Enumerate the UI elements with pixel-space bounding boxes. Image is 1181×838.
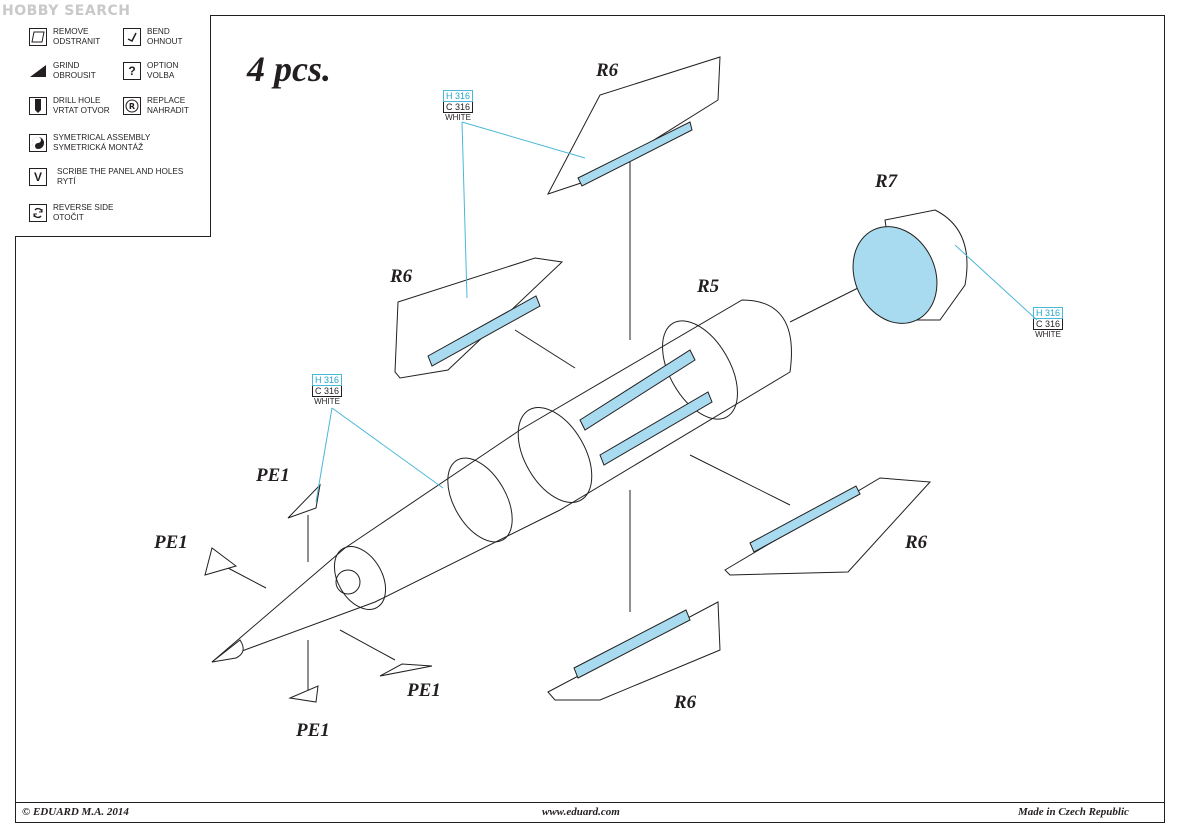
- fin-r6-top: [546, 56, 721, 195]
- legend-drill-text: DRILL HOLE VRTAT OTVOR: [53, 96, 110, 115]
- callout-top-b: [461, 121, 468, 299]
- yin-yang-icon: [29, 133, 47, 152]
- label-r6-bottom: R6: [674, 692, 697, 713]
- label-r6-top: R6: [596, 60, 619, 81]
- fin-r6-left: [394, 257, 564, 379]
- legend-reverse-text: REVERSE SIDE OTOČIT: [53, 203, 114, 222]
- fin-r6-right: [724, 477, 932, 576]
- legend-symmetrical-text: SYMETRICAL ASSEMBLY SYMETRICKÁ MONTÁŽ: [53, 133, 151, 152]
- fin-r6-bottom: [547, 601, 721, 701]
- paint-c-code: C 316: [1033, 319, 1064, 330]
- paint-callout-left: H 316 C 316 WHITE: [312, 374, 343, 407]
- legend-drill: DRILL HOLE VRTAT OTVOR: [29, 96, 110, 115]
- reverse-icon: [29, 203, 47, 222]
- paint-h-code: H 316: [443, 90, 474, 102]
- legend-replace: R REPLACE NAHRADIT: [123, 96, 189, 115]
- legend-bend: BEND OHNOUT: [123, 27, 182, 46]
- pe1-part-a: [287, 483, 321, 519]
- paint-color-name: WHITE: [314, 397, 340, 406]
- paint-h-code: H 316: [312, 374, 343, 386]
- label-pe1-a: PE1: [256, 465, 290, 486]
- leader-r7: [789, 281, 871, 323]
- legend-panel: REMOVE ODSTRANIT BEND OHNOUT GRIND OBROU…: [15, 15, 211, 237]
- label-pe1-c: PE1: [407, 680, 441, 701]
- replace-icon: R: [123, 96, 141, 115]
- label-r6-left: R6: [390, 266, 413, 287]
- grind-icon: [29, 62, 47, 80]
- paint-color-name: WHITE: [445, 113, 471, 122]
- pe1-part-d: [288, 685, 319, 703]
- pe1-part-c: [379, 663, 433, 677]
- legend-option: ? OPTION VOLBA: [123, 61, 178, 80]
- footer-copyright: © EDUARD M.A. 2014: [22, 806, 129, 818]
- callout-top-a: [461, 121, 586, 159]
- label-pe1-d: PE1: [296, 720, 330, 741]
- scribe-icon: V: [29, 167, 47, 186]
- legend-symmetrical: SYMETRICAL ASSEMBLY SYMETRICKÁ MONTÁŽ: [29, 133, 150, 152]
- legend-reverse: REVERSE SIDE OTOČIT: [29, 203, 114, 222]
- leader-r6-left: [514, 329, 576, 369]
- legend-grind: GRIND OBROUSIT: [29, 61, 96, 80]
- legend-grind-text: GRIND OBROUSIT: [53, 61, 96, 80]
- label-pe1-b: PE1: [154, 532, 188, 553]
- label-r5: R5: [697, 276, 720, 297]
- missile-body: [211, 299, 792, 663]
- callout-left-b: [315, 407, 333, 503]
- leader-pe1-b: [227, 567, 267, 589]
- pe1-part-b: [204, 547, 238, 576]
- callout-left-a: [331, 407, 444, 489]
- label-r7: R7: [875, 171, 898, 192]
- footer-divider: [15, 802, 1165, 803]
- leader-r6-right: [689, 454, 791, 506]
- legend-bend-text: BEND OHNOUT: [147, 27, 183, 46]
- callout-r7: [954, 244, 1038, 321]
- page-frame: [15, 15, 1165, 823]
- paint-color-name: WHITE: [1035, 330, 1061, 339]
- legend-scribe: V SCRIBE THE PANEL AND HOLES RYTÍ: [29, 167, 183, 186]
- legend-replace-text: REPLACE NAHRADIT: [147, 96, 189, 115]
- remove-icon: [29, 27, 47, 46]
- paint-callout-right: H 316 C 316 WHITE: [1033, 307, 1064, 340]
- paint-callout-top: H 316 C 316 WHITE: [443, 90, 474, 123]
- drill-icon: [29, 96, 47, 115]
- paint-c-code: C 316: [443, 102, 474, 113]
- paint-h-code: H 316: [1033, 307, 1064, 319]
- footer-origin: Made in Czech Republic: [1018, 806, 1129, 818]
- paint-c-code: C 316: [312, 386, 343, 397]
- label-r6-right: R6: [905, 532, 928, 553]
- svg-text:R: R: [129, 102, 135, 111]
- cap-r7: [852, 209, 968, 324]
- leader-pe1-c: [339, 629, 396, 661]
- legend-remove-text: REMOVE ODSTRANIT: [53, 27, 101, 46]
- bend-icon: [123, 27, 141, 46]
- legend-scribe-text: SCRIBE THE PANEL AND HOLES RYTÍ: [57, 167, 184, 186]
- pe1-parts: [204, 483, 433, 703]
- footer-website-link[interactable]: www.eduard.com: [542, 806, 620, 818]
- legend-option-text: OPTION VOLBA: [147, 61, 179, 80]
- question-icon: ?: [123, 61, 141, 80]
- quantity-title: 4 pcs.: [247, 49, 331, 89]
- legend-remove: REMOVE ODSTRANIT: [29, 27, 100, 46]
